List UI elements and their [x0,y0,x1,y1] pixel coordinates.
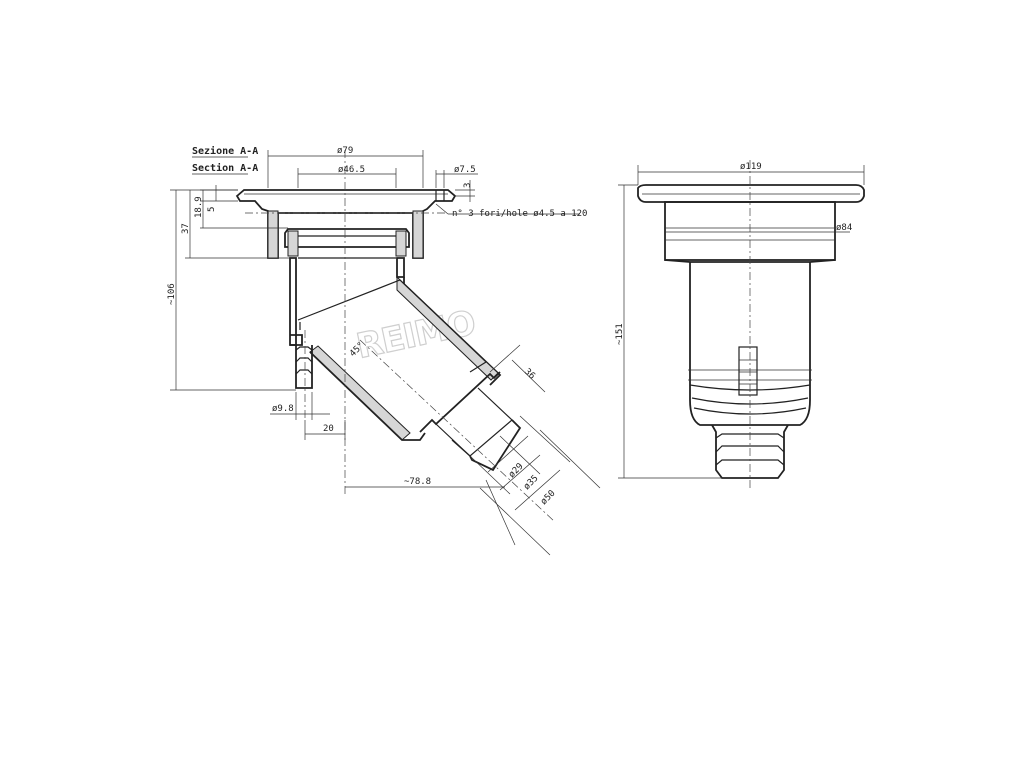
dim-d9-8: ø9.8 [272,404,294,414]
dim-d18-9: 18.9 [194,196,204,218]
dim-d106: ~106 [167,283,177,305]
dim-d20: 20 [323,424,334,434]
dim-d36: 36 [522,367,537,382]
dim-d50: ø50 [539,489,558,508]
side-body [689,262,811,426]
section-title-en: Section A-A [192,162,258,174]
dim-d37: 37 [181,223,191,234]
dim-d29: ø29 [507,462,526,481]
dim-d78-8: ~78.8 [404,477,431,487]
side-flange [637,184,865,203]
dim-d46-5: ø46.5 [338,165,365,175]
dim-d119: ø119 [740,162,762,172]
dim-d3: 3 [463,183,473,188]
dim-d79: ø79 [337,146,353,156]
dim-d5: 5 [207,207,217,212]
dim-d7-5: ø7.5 [454,165,476,175]
side-view: ø119 ø84 ~151 [615,160,865,490]
dim-holes-note: n° 3 fori/hole ø4.5 a 120 [452,209,587,219]
section-title-it: Sezione A-A [192,145,258,157]
watermark-logo: REIMO [353,303,479,367]
dim-d84: ø84 [836,223,852,233]
section-view: Sezione A-A Section A-A REIMO [167,145,601,556]
dim-d151: ~151 [615,323,625,345]
